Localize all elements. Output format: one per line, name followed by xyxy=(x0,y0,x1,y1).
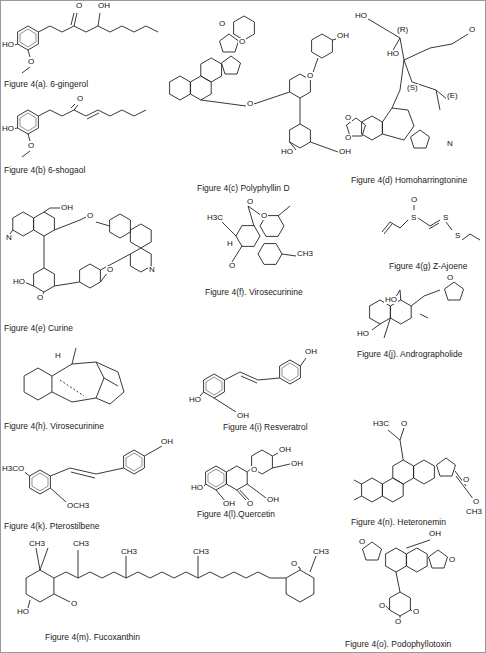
atom-label: O xyxy=(446,274,454,282)
atom-label: O xyxy=(246,100,254,108)
atom-label: S xyxy=(442,214,449,222)
atom-label: O xyxy=(27,58,35,66)
atom-label: HO xyxy=(1,41,15,49)
atom-label: O xyxy=(468,26,476,34)
atom-label: O xyxy=(358,538,366,546)
atom-label: O xyxy=(238,38,246,46)
atom-label: O xyxy=(448,556,456,564)
atom-label: O xyxy=(412,608,420,616)
atom-label: S xyxy=(410,214,417,222)
atom-label: N xyxy=(5,234,13,242)
atom-label: CH3 xyxy=(465,508,483,516)
figure-caption: Figure 4(i) Resveratrol xyxy=(222,423,309,432)
figure-caption: Figure 4(k). Pterostilbene xyxy=(3,522,100,531)
atom-label: HO xyxy=(356,330,370,338)
atom-label: OH xyxy=(60,204,74,212)
atom-label: OH xyxy=(97,2,111,10)
atom-label: O xyxy=(472,498,480,506)
atom-label: S xyxy=(454,232,461,240)
atom-label: O xyxy=(228,262,236,270)
atom-label: O xyxy=(106,266,114,274)
atom-label: OCH3 xyxy=(66,502,90,510)
atom-label: O xyxy=(290,560,298,568)
atom-label: HO xyxy=(16,608,30,616)
atom-label: O xyxy=(75,2,83,10)
atom-label: H xyxy=(54,352,62,360)
atom-label: O xyxy=(70,600,78,608)
atom-label: O xyxy=(86,212,94,220)
figure-caption: Figure 4(o). Podophyllotoxin xyxy=(344,640,452,649)
atom-label: CH3 xyxy=(120,548,138,556)
atom-label: O xyxy=(410,196,418,204)
atom-label: O xyxy=(378,602,386,610)
atom-label: N xyxy=(148,266,156,274)
atom-label: H3C xyxy=(206,214,224,222)
atom-label: OH xyxy=(428,530,442,538)
atom-label: O xyxy=(344,134,352,142)
atom-label: HO xyxy=(354,12,368,20)
atom-label: OH xyxy=(278,446,292,454)
atom-label: CH3 xyxy=(312,548,330,556)
atom-label: HO xyxy=(280,148,294,156)
atom-label: O xyxy=(246,500,254,508)
atom-label: O xyxy=(76,95,84,103)
atom-label: HO xyxy=(188,396,202,404)
atom-label: O xyxy=(400,420,408,428)
atom-label: (S) xyxy=(406,84,419,92)
atom-label: H xyxy=(226,240,234,248)
atom-label: HO xyxy=(12,278,26,286)
atom-label: OH xyxy=(336,32,350,40)
atom-label: CH3 xyxy=(192,548,210,556)
atom-label: HO xyxy=(1,125,15,133)
atom-label: O xyxy=(260,212,268,220)
atom-label: H3CO xyxy=(1,465,25,473)
figure-caption: Figure 4(h). Virosecurinine xyxy=(3,422,105,431)
atom-label: HO xyxy=(190,484,204,492)
atom-label: CH3 xyxy=(296,250,314,258)
atom-label: O xyxy=(218,20,226,28)
atom-label: CH3 xyxy=(72,540,90,548)
atom-label: (E) xyxy=(446,92,459,100)
atom-label: O xyxy=(344,114,352,122)
atom-label: OH xyxy=(266,496,280,504)
atom-label: N xyxy=(446,140,454,148)
figure-caption: Figure 4(c) Polyphyllin D xyxy=(196,184,291,193)
atom-label: O xyxy=(36,294,44,302)
atom-label: H3C xyxy=(372,420,390,428)
atom-label: HO xyxy=(386,50,400,58)
atom-label: O xyxy=(27,142,35,150)
figure-caption: Figure 4(d) Homoharringtonine xyxy=(350,176,468,185)
figure-caption: Figure 4(m). Fucoxanthin xyxy=(44,633,141,642)
atom-label: OH xyxy=(236,412,250,420)
figure-caption: Figure 4(l).Quercetin xyxy=(196,510,276,519)
atom-label: O xyxy=(462,476,470,484)
figure-caption: Figure 4(j). Andrographolide xyxy=(356,350,463,359)
atom-label: OH xyxy=(222,500,236,508)
figure-caption: Figure 4(e) Curine xyxy=(3,324,74,333)
atom-label: OH xyxy=(304,348,318,356)
atom-label: O xyxy=(250,466,258,474)
figure-caption: Figure 4(g) Z-Ajoene xyxy=(388,262,468,271)
atom-label: O xyxy=(394,618,402,626)
atom-label: (R) xyxy=(396,26,409,34)
atom-label: HO xyxy=(384,296,398,304)
figure-caption: Figure 4(b) 6-shogaol xyxy=(3,166,86,175)
atom-label: OH xyxy=(160,438,174,446)
figure-caption: Figure 4(a). 6-gingerol xyxy=(3,80,89,89)
figure-caption: Figure 4(f). Virosecurinine xyxy=(204,288,304,297)
atom-label: CH3 xyxy=(28,540,46,548)
figure-caption: Figure 4(n). Heteronemin xyxy=(350,518,447,527)
atom-label: O xyxy=(246,198,254,206)
atom-label: OH xyxy=(338,148,352,156)
atom-label: O xyxy=(306,72,314,80)
atom-label: OH xyxy=(290,460,304,468)
